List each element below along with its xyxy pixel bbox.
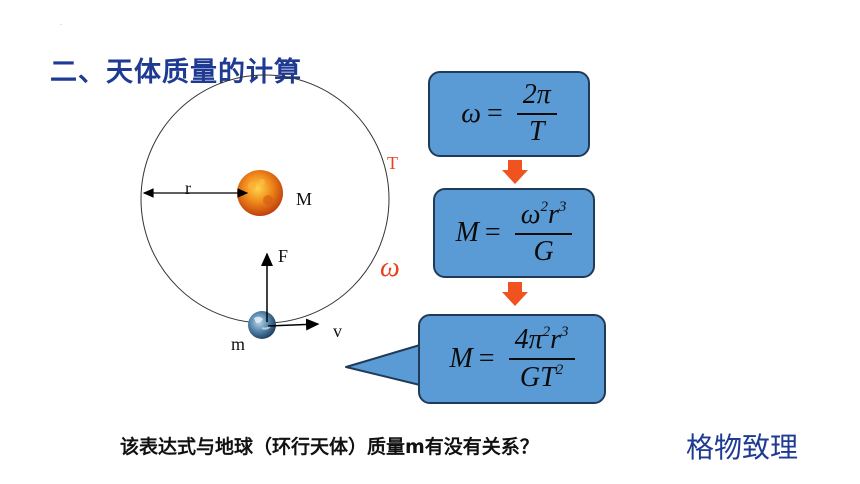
- formula2-num-r: r: [548, 198, 559, 230]
- question-text: 该表达式与地球（环行天体）质量m有没有关系？: [120, 436, 539, 458]
- down-arrow-1: [502, 160, 528, 184]
- formula3-num-4pi-exp: 2: [542, 324, 551, 341]
- label-radius: r: [185, 178, 191, 198]
- formula1-numerator: 2π: [516, 79, 557, 115]
- label-sun-mass: M: [296, 189, 313, 209]
- velocity-arrow: [267, 318, 320, 331]
- formula3-fraction: 4π2r3 GT2: [508, 324, 575, 394]
- tagline-text: 格物致理: [686, 431, 799, 464]
- label-earth-mass: m: [231, 334, 246, 354]
- formula1-fraction: 2π T: [516, 79, 557, 148]
- formula3-denominator: GT2: [520, 360, 563, 394]
- down-arrow-2: [502, 282, 528, 306]
- label-angular-velocity: ω: [380, 252, 400, 283]
- formula3-numerator: 4π2r3: [508, 324, 575, 360]
- formula2-eq: =: [484, 217, 501, 248]
- sun-icon: [237, 170, 283, 216]
- formula3-den-gt: GT: [519, 362, 556, 393]
- formula-box-omega: ω = 2π T: [428, 71, 590, 157]
- formula3-den-gt-exp: 2: [555, 362, 564, 378]
- label-velocity: v: [333, 321, 342, 341]
- page-title: 二、天体质量的计算: [50, 57, 302, 88]
- formula-box-mass-period: M = 4π2r3 GT2: [418, 314, 606, 404]
- formula3-num-r-exp: 3: [561, 324, 569, 341]
- formula1-lhs: ω: [461, 98, 481, 129]
- formula2-num-omega-exp: 2: [540, 198, 549, 215]
- label-period: T: [387, 153, 398, 173]
- formula-box-mass-omega: M = ω2r3 G: [433, 188, 595, 278]
- formula1-eq: =: [486, 98, 503, 129]
- tiny-dot: .: [60, 20, 62, 27]
- callout-tail: [345, 344, 421, 386]
- formula3-lhs: M: [449, 343, 473, 374]
- formula2-num-omega: ω: [520, 198, 541, 230]
- formula2-numerator: ω2r3: [514, 198, 573, 235]
- formula1-denominator: T: [528, 116, 545, 147]
- formula2-lhs: M: [455, 217, 479, 248]
- formula3-num-4pi: 4π: [514, 324, 543, 356]
- formula2-fraction: ω2r3 G: [514, 198, 573, 268]
- label-force: F: [278, 246, 289, 266]
- earth-icon: [248, 311, 276, 339]
- formula2-denominator: G: [533, 235, 554, 267]
- formula3-eq: =: [478, 343, 495, 374]
- formula3-num-r: r: [550, 324, 562, 356]
- formula2-num-r-exp: 3: [558, 198, 567, 215]
